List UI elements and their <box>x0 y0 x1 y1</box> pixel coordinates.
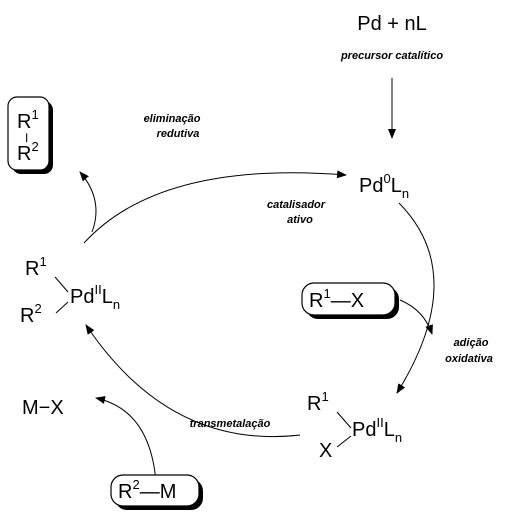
product-r1: R1 <box>17 107 39 133</box>
product-release-arrow <box>79 171 97 233</box>
active-catalyst-caption-2: ativo <box>287 214 313 226</box>
reductive-elimination-label-1: eliminação <box>144 113 201 125</box>
intermediate-transmetalation: R1 PdIILn R2 <box>20 254 120 327</box>
trans-r2-bond <box>55 301 69 314</box>
trans-r2: R2 <box>20 301 42 327</box>
intermediate-oxidative-addition: R1 PdIILn X <box>307 389 402 462</box>
oxadd-metal-complex: PdIILn <box>352 415 402 445</box>
reagent-r2m-box <box>110 474 200 507</box>
active-catalyst-caption-1: catalisador <box>267 199 326 211</box>
byproduct-release-arrow <box>95 396 157 483</box>
product-r2: R2 <box>17 139 39 165</box>
transmetalation-arc <box>85 324 301 438</box>
reductive-elimination-arc <box>83 170 347 244</box>
reagent-r1x-box <box>301 282 396 316</box>
product-box <box>7 96 50 171</box>
reagent-r2m-formula: R2—M <box>118 477 176 503</box>
reagent-r1x-formula: R1—X <box>309 286 364 312</box>
oxidative-addition-label-2: oxidativa <box>445 353 493 365</box>
trans-metal-complex: PdIILn <box>70 282 120 312</box>
oxidative-addition-arc <box>396 202 435 394</box>
product-bond: I <box>25 131 28 145</box>
oxadd-x: X <box>319 440 332 462</box>
transmetalation-label: transmetalação <box>190 418 271 430</box>
precursor-caption: precursor catalítico <box>340 50 443 62</box>
oxadd-r1: R1 <box>307 389 329 415</box>
trans-r1: R1 <box>25 254 47 280</box>
reductive-elimination-label-2: redutiva <box>157 128 200 140</box>
reagent-r1x-entry-arrow <box>399 299 433 335</box>
byproduct-mx: M−X <box>22 397 64 419</box>
oxidative-addition-label-1: adição <box>454 337 489 349</box>
oxadd-x-bond <box>336 435 352 448</box>
active-catalyst-formula: Pd0Ln <box>359 171 409 201</box>
oxadd-r1-bond <box>336 411 352 429</box>
precursor-formula: Pd + nL <box>357 13 427 35</box>
trans-r1-bond <box>54 276 69 293</box>
